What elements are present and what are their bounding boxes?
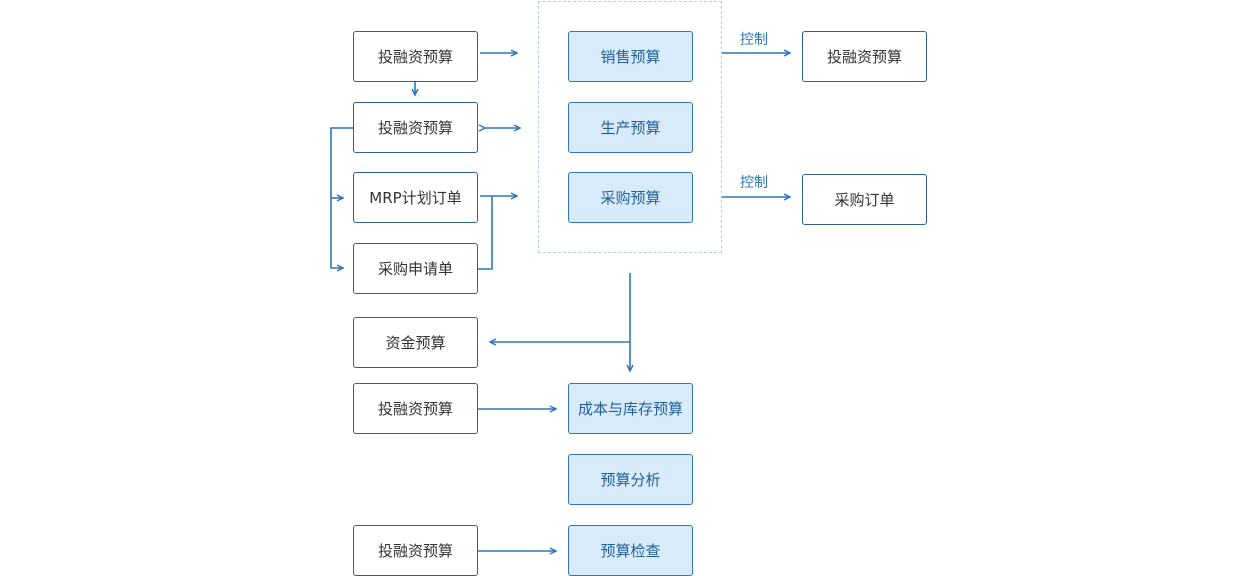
node-purchase-request: 采购申请单 (353, 243, 478, 294)
node-budget-check: 预算检查 (568, 525, 693, 576)
edge-label-control-1: 控制 (740, 32, 768, 48)
node-cost-inventory-budget: 成本与库存预算 (568, 383, 693, 434)
node-financing-budget-3: 投融资预算 (353, 383, 478, 434)
node-purchase-budget: 采购预算 (568, 172, 693, 223)
node-purchase-order: 采购订单 (802, 174, 927, 225)
connector-n4-to-n3-line (478, 196, 493, 270)
node-financing-budget-right: 投融资预算 (802, 31, 927, 82)
node-mrp-plan-order: MRP计划订单 (353, 172, 478, 223)
node-budget-analysis: 预算分析 (568, 454, 693, 505)
node-fund-budget: 资金预算 (353, 317, 478, 368)
node-production-budget: 生产预算 (568, 102, 693, 153)
node-financing-budget-1: 投融资预算 (353, 31, 478, 82)
node-financing-budget-4: 投融资预算 (353, 525, 478, 576)
node-sales-budget: 销售预算 (568, 31, 693, 82)
edge-label-control-2: 控制 (740, 175, 768, 191)
node-financing-budget-2: 投融资预算 (353, 102, 478, 153)
budget-group-frame (538, 1, 722, 253)
